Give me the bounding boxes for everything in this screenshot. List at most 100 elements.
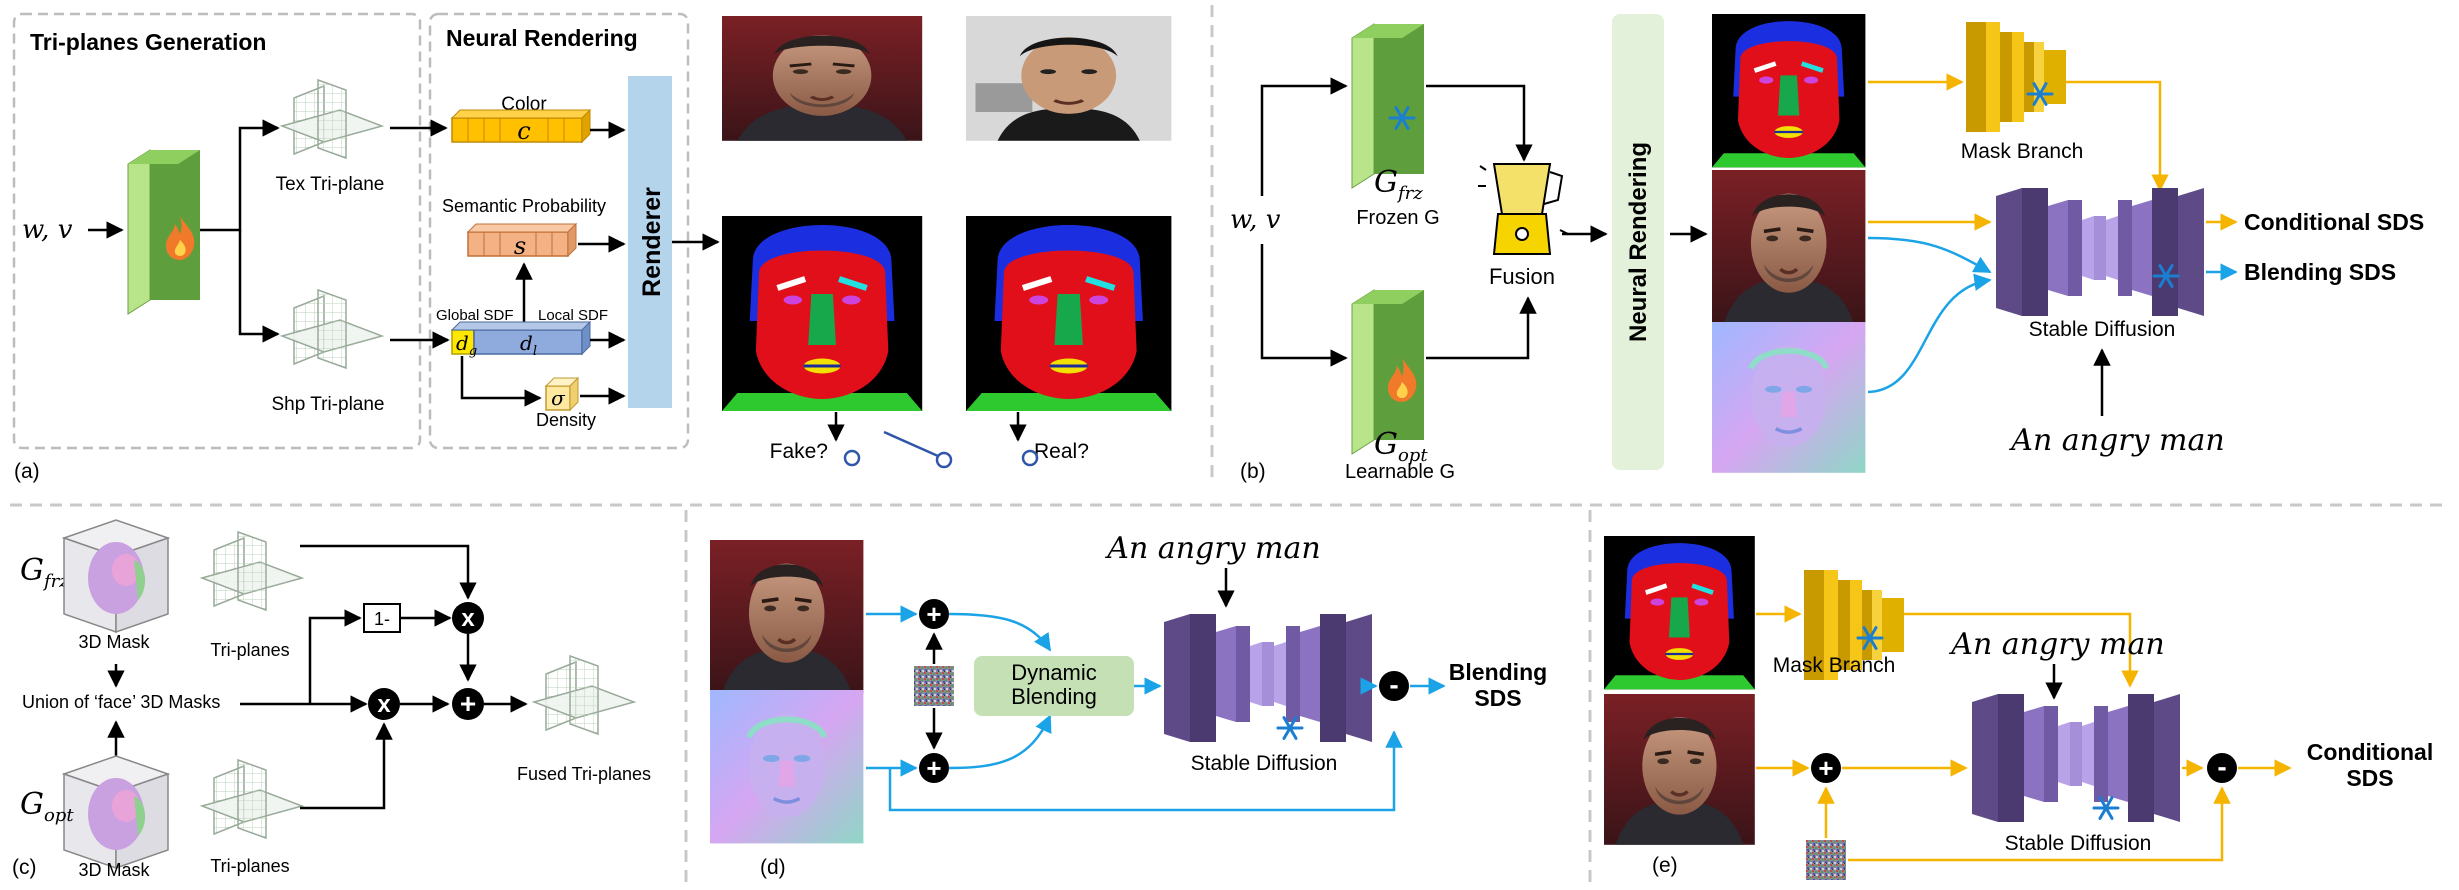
frozen-generator: [1351, 23, 1425, 189]
tex-triplane: [281, 79, 383, 159]
stable-diffusion-unet: [1996, 188, 2204, 316]
one-minus-label: 1-: [374, 609, 390, 629]
union-label: Union of ‘face’ 3D Masks: [22, 692, 220, 712]
panel-c: Gfrz 3D Mask Union of ‘face’ 3D Masks Go…: [12, 519, 651, 880]
face-photo: [708, 538, 866, 696]
fused-triplanes: [533, 655, 635, 735]
prompt-text: An angry man: [1104, 531, 1320, 566]
mask-branch: [1966, 22, 2066, 132]
title-triplane-generation: Tri-planes Generation: [30, 29, 266, 55]
plus-d-top: +: [926, 599, 941, 629]
real-segmentation-map: [966, 216, 1171, 411]
prompt-text: An angry man: [2008, 423, 2224, 458]
title-neural-rendering: Neural Rendering: [446, 25, 638, 51]
density-var: σ: [551, 386, 566, 410]
add-node: [452, 688, 484, 720]
plus-d-bottom: +: [926, 753, 941, 783]
triplanes-bottom: [201, 759, 303, 839]
times-top: x: [461, 605, 475, 632]
add-node: [919, 753, 949, 783]
gfrz-label-c: Gfrz: [20, 553, 69, 592]
panel-c-label: (c): [12, 856, 37, 879]
multiply-node-top: [452, 602, 484, 634]
color-var: c: [517, 117, 530, 145]
learnable-label: Learnable G: [1345, 461, 1455, 483]
tex-triplane-label: Tex Tri-plane: [276, 174, 385, 195]
real-face-photo: [966, 16, 1172, 141]
color-feature: [450, 108, 592, 144]
mask-branch-label: Mask Branch: [1961, 140, 2084, 163]
face-photo: [1710, 168, 1868, 326]
times-bottom: x: [377, 691, 391, 718]
segmentation-map: [1712, 14, 1865, 167]
discriminator-switch: [843, 430, 1039, 469]
3d-mask-cube: [63, 519, 169, 633]
prompt-text: An angry man: [1948, 627, 2164, 662]
blender-icon: [1478, 163, 1569, 255]
stable-diffusion-unet: [1164, 614, 1372, 742]
minus-e: -: [2217, 751, 2226, 782]
mask-bottom-label: 3D Mask: [78, 860, 150, 880]
dynamic-blending-block: [974, 656, 1134, 716]
panel-e: Mask Branch + Stable Diffusion An angry …: [1604, 536, 2433, 880]
blending-sds-label: Blending SDS: [2244, 259, 2396, 285]
frozen-label: Frozen G: [1356, 207, 1439, 229]
input-wv: w, v: [22, 215, 73, 245]
semantic-feature: [466, 222, 578, 258]
density-label: Density: [536, 410, 596, 430]
input-wv-b: w, v: [1230, 205, 1281, 235]
neural-rendering-block: [1612, 14, 1664, 470]
panel-e-label: (e): [1652, 854, 1678, 877]
noise-patch: [914, 666, 954, 706]
add-node: [1811, 753, 1841, 783]
gopt-label-c: Gopt: [20, 787, 74, 826]
gopt-label: Gopt: [1374, 427, 1428, 466]
real-label: Real?: [1034, 440, 1089, 463]
shp-triplane: [281, 289, 383, 369]
add-node: [919, 599, 949, 629]
fake-segmentation-map: [722, 216, 922, 411]
stable-diffusion-label: Stable Diffusion: [1191, 752, 1338, 775]
noise-patch: [1806, 840, 1846, 880]
subtract-node: [2207, 753, 2237, 783]
plus-e: +: [1818, 753, 1833, 783]
triplane-generation-box: [12, 12, 422, 450]
panel-a: Tri-planes Generation Neural Rendering w…: [12, 12, 1172, 483]
subtract-node: [1379, 671, 1409, 701]
face-photo: [1602, 692, 1757, 847]
fake-face-photo: [722, 16, 922, 141]
stable-diffusion-label: Stable Diffusion: [2029, 318, 2176, 341]
normal-map: [710, 690, 863, 843]
minus-d: -: [1389, 669, 1398, 700]
3d-mask-cube: [63, 755, 169, 869]
triplanes-bottom-label: Tri-planes: [210, 856, 289, 876]
mask-top-label: 3D Mask: [78, 632, 150, 652]
shp-triplane-label: Shp Tri-plane: [271, 394, 384, 415]
gfrz-label: Gfrz: [1374, 165, 1423, 204]
renderer-label: Renderer: [638, 187, 666, 297]
fused-label: Fused Tri-planes: [517, 764, 651, 784]
neural-rendering-label: Neural Rendering: [1625, 142, 1652, 342]
stable-diffusion-unet: [1972, 694, 2180, 822]
segmentation-map: [1604, 536, 1755, 689]
sdf-feature: [450, 320, 592, 356]
global-sdf-label: Global SDF: [436, 307, 514, 324]
semantic-label: Semantic Probability: [442, 196, 606, 216]
local-sdf-label: Local SDF: [538, 307, 608, 324]
semantic-var: s: [514, 232, 526, 260]
dg-var: dg: [456, 331, 477, 359]
renderer-block: [628, 76, 672, 408]
multiply-node-bottom: [368, 688, 400, 720]
triplanes-top-label: Tri-planes: [210, 640, 289, 660]
panel-a-label: (a): [14, 460, 40, 483]
fake-label: Fake?: [770, 440, 828, 463]
stable-diffusion-label: Stable Diffusion: [2005, 832, 2152, 855]
triplanes-top: [201, 531, 303, 611]
panel-separators: [10, 5, 2450, 885]
dl-var: dl: [520, 331, 537, 359]
conditional-sds-label: Conditional SDS: [2244, 209, 2424, 235]
